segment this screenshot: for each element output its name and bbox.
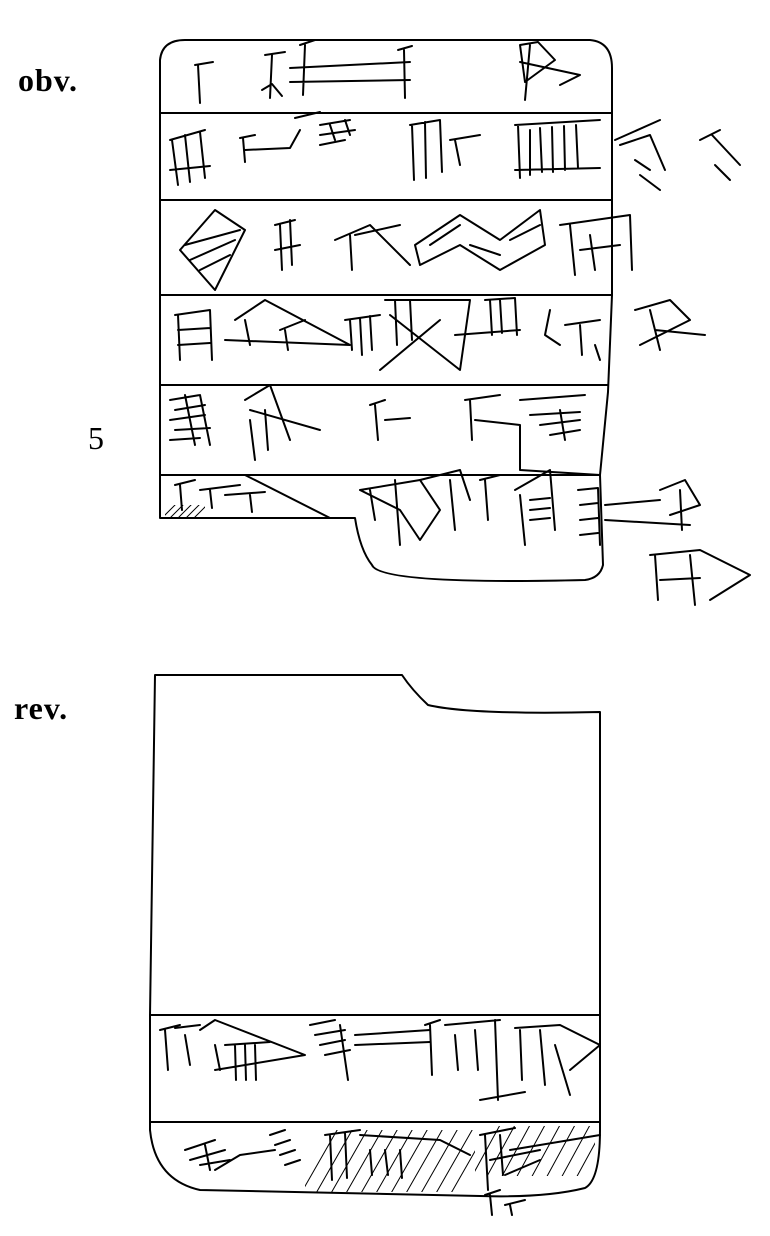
reverse-damage-hatching-1: [305, 1130, 475, 1192]
reverse-line-1-signs: [159, 1019, 601, 1101]
obverse-line-1-signs: [194, 39, 581, 104]
obverse-line-3-signs: [179, 209, 633, 291]
obverse-label: obv.: [18, 62, 79, 98]
obverse-line-4-signs: [174, 297, 706, 371]
obverse-outline: [159, 39, 613, 582]
reverse-tablet: [149, 674, 601, 1216]
obverse-line-5-signs: [169, 384, 601, 476]
obverse-line-6-signs: [174, 469, 751, 606]
obverse-tablet: [159, 39, 751, 606]
reverse-label: rev.: [14, 690, 69, 726]
obverse-line-2-signs: [169, 111, 741, 191]
line-number-5: 5: [88, 420, 104, 456]
reverse-line-2-signs: [184, 1127, 601, 1216]
reverse-outline: [149, 674, 601, 1198]
reverse-damage-hatching-2: [475, 1126, 595, 1176]
obverse-damage-hatching: [165, 505, 205, 519]
